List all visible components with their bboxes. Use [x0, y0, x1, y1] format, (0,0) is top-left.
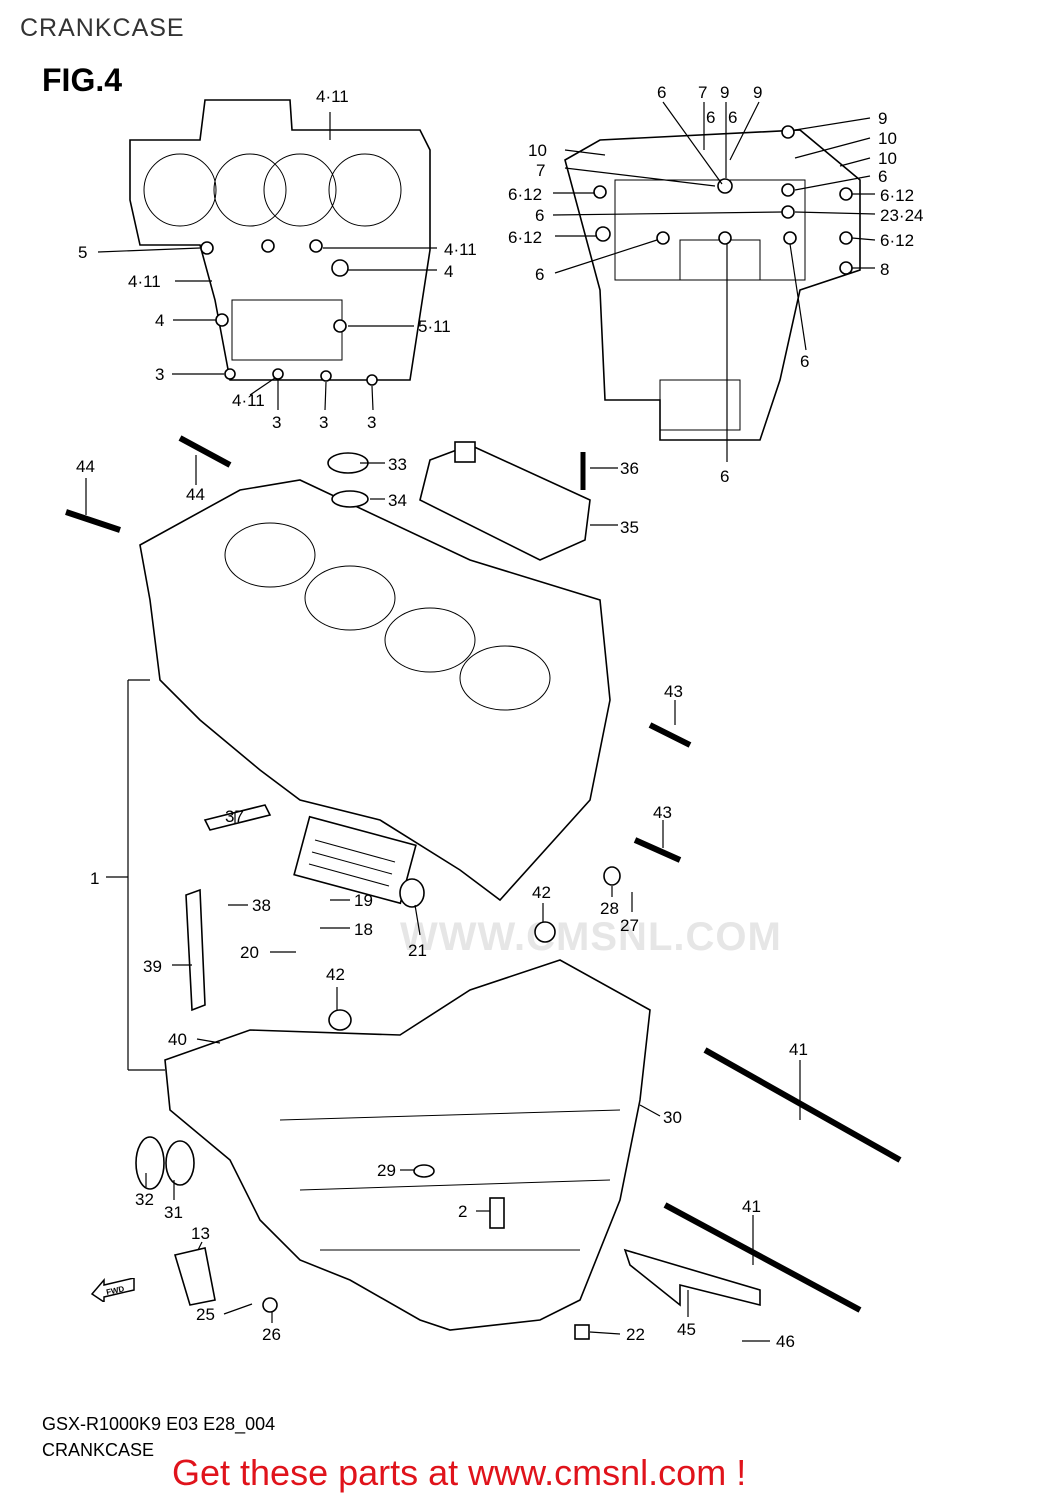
callout: 4·11 — [316, 87, 349, 106]
callouts-main: 44 44 33 34 36 35 43 43 37 1 38 19 18 20… — [76, 455, 808, 1351]
upper-crankcase — [139, 479, 611, 905]
callout: 36 — [620, 459, 639, 478]
callout: 20 — [240, 943, 259, 962]
callout: 43 — [664, 682, 683, 701]
callout: 7 — [698, 83, 707, 102]
upper-right-inset — [552, 101, 876, 462]
breather-cover — [419, 441, 591, 561]
callout: 3 — [319, 413, 328, 432]
forward-arrow-icon: FWD — [90, 1278, 135, 1302]
callout: 3 — [272, 413, 281, 432]
callout: 9 — [753, 83, 762, 102]
cta-link[interactable]: Get these parts at www.cmsnl.com ! — [172, 1452, 747, 1493]
callout: 39 — [143, 957, 162, 976]
watermark-text: WWW.CMSNL.COM — [400, 915, 782, 959]
callout: 4 — [444, 262, 453, 281]
callout: 23·24 — [880, 206, 923, 225]
page-title: CRANKCASE — [20, 14, 185, 42]
callouts-upper-right: 6 7 9 9 9 10 10 10 7 6 6·12 6 6·12 6 6·1… — [508, 83, 923, 486]
figure-number: FIG.4 — [42, 62, 123, 98]
callout: 4·11 — [232, 391, 265, 410]
callout: 3 — [367, 413, 376, 432]
callout: 2 — [458, 1202, 467, 1221]
upper-left-inset — [97, 99, 437, 411]
callout: 13 — [191, 1224, 210, 1243]
callout: 6 — [535, 206, 544, 225]
callout: 3 — [155, 365, 164, 384]
callout: 21 — [408, 941, 427, 960]
callout: 31 — [164, 1203, 183, 1222]
fwd-label: FWD — [105, 1284, 125, 1297]
callout: 1 — [90, 869, 99, 888]
callout: 6 — [800, 352, 809, 371]
callout: 4 — [155, 311, 164, 330]
callout: 10 — [878, 129, 897, 148]
callout: 35 — [620, 518, 639, 537]
model-code: GSX-R1000K9 E03 E28_004 — [42, 1414, 276, 1434]
callout: 37 — [225, 807, 244, 826]
callout: 46 — [776, 1332, 795, 1351]
callout: 32 — [135, 1190, 154, 1209]
main-leader-lines — [85, 455, 801, 1342]
callout: 33 — [388, 455, 407, 474]
callout: 6·12 — [508, 228, 542, 247]
callout: 6·12 — [880, 231, 914, 250]
callout: 29 — [377, 1161, 396, 1180]
callouts-upper-left: 4·11 5 4·11 4 3 4·11 4 5·11 4·11 3 3 3 — [78, 87, 477, 432]
callout: 7 — [536, 161, 545, 180]
callout: 42 — [532, 883, 551, 902]
callout: 41 — [789, 1040, 808, 1059]
callout: 5 — [78, 243, 87, 262]
callout: 42 — [326, 965, 345, 984]
callout: 4·11 — [444, 240, 477, 259]
footer-name: CRANKCASE — [42, 1440, 155, 1460]
callout: 40 — [168, 1030, 187, 1049]
callout: 41 — [742, 1197, 761, 1216]
callout: 10 — [528, 141, 547, 160]
callout: 4·11 — [128, 272, 161, 291]
callout: 26 — [262, 1325, 281, 1344]
callout: 22 — [626, 1325, 645, 1344]
callout: 5·11 — [418, 317, 451, 336]
callout: 27 — [620, 916, 639, 935]
fasteners — [65, 435, 902, 1340]
callout: 6 — [706, 108, 715, 127]
callout: 9 — [878, 109, 887, 128]
callout: 6 — [878, 167, 887, 186]
callout: 10 — [878, 149, 897, 168]
callout: 6·12 — [508, 185, 542, 204]
callout: 6 — [720, 467, 729, 486]
callout: 18 — [354, 920, 373, 939]
callout: 38 — [252, 896, 271, 915]
lower-crankcase — [164, 959, 651, 1331]
callout: 44 — [76, 457, 95, 476]
callout: 6·12 — [880, 186, 914, 205]
callout: 6 — [728, 108, 737, 127]
callout: 45 — [677, 1320, 696, 1339]
callout: 19 — [354, 891, 373, 910]
callout: 44 — [186, 485, 205, 504]
callout: 6 — [535, 265, 544, 284]
callout: 9 — [720, 83, 729, 102]
callout: 30 — [663, 1108, 682, 1127]
callout: 8 — [880, 260, 889, 279]
callout: 25 — [196, 1305, 215, 1324]
callout: 34 — [388, 491, 407, 510]
callout: 6 — [657, 83, 666, 102]
callout: 43 — [653, 803, 672, 822]
callout: 28 — [600, 899, 619, 918]
